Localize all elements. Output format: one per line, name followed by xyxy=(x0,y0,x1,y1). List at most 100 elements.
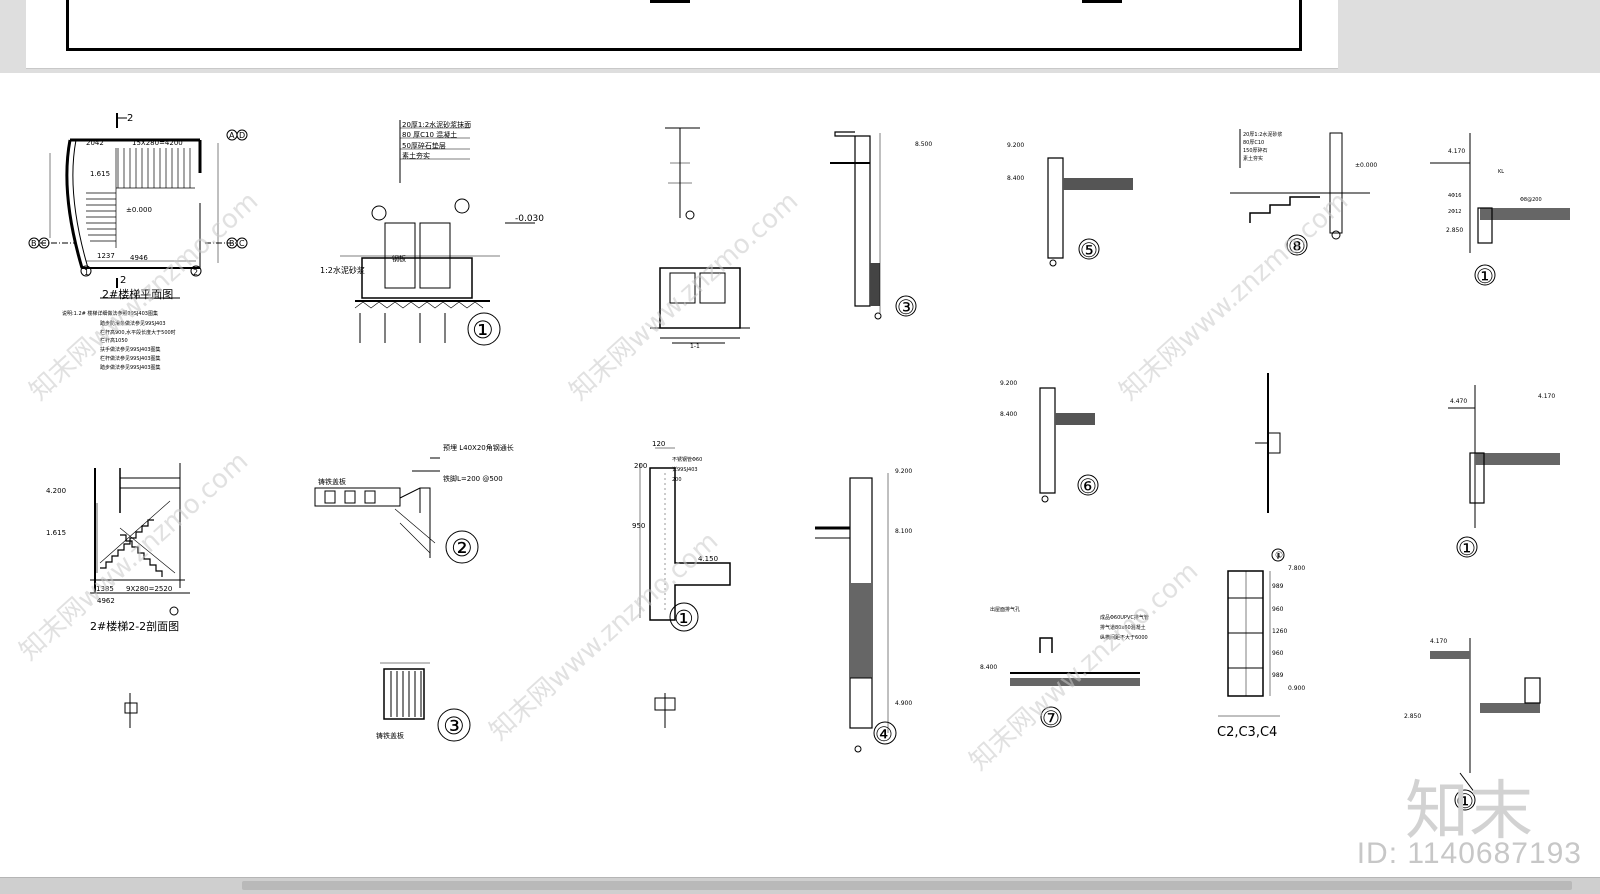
window-jamb-detail xyxy=(1255,373,1281,513)
horizontal-scrollbar[interactable] xyxy=(0,877,1600,894)
detail-marker: ① xyxy=(674,607,694,632)
stair-plan-text: 2 2 1 2 A D B C B C 2042 15X280=4200 494… xyxy=(31,113,245,371)
note-line: 踏步防滑条做法参见99SJ403 xyxy=(100,320,166,327)
layer-label: 150厚碎石 xyxy=(1243,147,1268,154)
detail-5 xyxy=(1047,157,1133,267)
layer-label: 50厚碎石垫层 xyxy=(402,141,446,150)
level-text: -0.030 xyxy=(515,214,544,224)
level-text: ±0.000 xyxy=(1355,162,1377,169)
layer-label: 80 厚C10 混凝土 xyxy=(402,130,457,139)
level-text: 8.100 xyxy=(895,528,912,535)
detail-marker: ⑥ xyxy=(1079,474,1097,498)
note-line: 出屋面排气孔 xyxy=(990,606,1020,613)
detail-marker: ① xyxy=(1275,551,1283,561)
level-text: 1.615 xyxy=(90,170,110,178)
detail-marker: ① xyxy=(1476,264,1494,288)
window-elev-text: 7.800 0.900 ① 989 960 1260 960 989 C2,C3… xyxy=(1217,551,1305,740)
level-text: 9.200 xyxy=(895,468,912,475)
title-block-mark xyxy=(1082,0,1122,3)
detail-3-grate xyxy=(380,662,471,742)
grid-label: B xyxy=(31,239,37,248)
detail-2-text: 预埋 L40X20角钢通长 铸铁盖板 铁脚L=200 @500 ② xyxy=(318,443,514,562)
callout: 4Φ16 xyxy=(1448,193,1461,199)
level-text: 8.400 xyxy=(980,664,997,671)
elevation-text: 1-1 xyxy=(690,343,700,350)
detail-8 xyxy=(1230,129,1370,256)
parapet-detail-1 xyxy=(639,447,731,632)
scrollbar-thumb[interactable] xyxy=(242,881,1572,890)
callout: 预埋 L40X20角钢通长 xyxy=(443,443,514,452)
layer-label: 素土夯实 xyxy=(1243,155,1263,162)
sheet-border-frame xyxy=(66,0,1302,51)
eave-3-text: 4.170 2.850 ① xyxy=(1404,638,1474,813)
detail-marker: ① xyxy=(1458,536,1476,560)
wall-detail-4 xyxy=(815,473,897,753)
wall-4-text: 9.200 8.100 4.900 ④ xyxy=(875,468,912,746)
dim-text: 2042 xyxy=(86,139,104,147)
dim-text: 1385 xyxy=(96,585,114,593)
stair-plan-title: 2#楼梯平面图 xyxy=(102,287,173,301)
elevation-1-1 xyxy=(650,127,750,344)
detail-marker: ③ xyxy=(897,295,915,319)
stair-section-text: 4.200 1.615 1385 9X280=2520 4962 2#楼梯2-2… xyxy=(46,487,179,633)
detail-marker: ① xyxy=(472,316,494,344)
detail-marker: ⑤ xyxy=(1080,238,1098,262)
level-text: 9.200 xyxy=(1007,142,1024,149)
level-text: 8.500 xyxy=(915,141,932,148)
callout: Φ8@200 xyxy=(1520,197,1542,203)
dim-text: 1260 xyxy=(1272,628,1287,635)
grid-label: B xyxy=(229,239,235,248)
layer-label: 20厚1:2水泥砂浆抹面 xyxy=(402,120,471,129)
layer-label: 素土夯实 xyxy=(402,151,430,160)
note-line: 说明:1.2# 楼梯详细做法参照99SJ403图集 xyxy=(62,310,158,317)
level-text: 9.200 xyxy=(1000,380,1017,387)
brand-logo-watermark: 知末 xyxy=(1405,775,1533,849)
detail-marker: ④ xyxy=(875,722,893,746)
dim-text: 1237 xyxy=(97,252,115,260)
foundation-detail xyxy=(340,120,535,346)
wall-3-text: 8.500 ③ xyxy=(897,141,932,319)
callout: KL xyxy=(1498,169,1504,175)
dim-text: 4946 xyxy=(130,254,148,262)
level-text: 2.850 xyxy=(1404,713,1421,720)
eave-1-text: 4.170 2.850 KL 4Φ16 2Φ12 Φ8@200 ① xyxy=(1446,148,1542,288)
grid-label: 2 xyxy=(193,268,198,277)
grid-label: D xyxy=(239,131,245,140)
detail-marker: ② xyxy=(451,534,473,562)
dim-text: 950 xyxy=(632,522,645,530)
dim-text: 9X280=2520 xyxy=(126,585,172,593)
note-line: 踏步做法参见99SJ403图集 xyxy=(100,364,161,371)
level-text: 4.170 xyxy=(1538,393,1555,400)
layer-label: 80厚C10 xyxy=(1243,140,1264,146)
note-line: 排气道80x60混凝土 xyxy=(1100,624,1146,631)
level-text: 8.400 xyxy=(1000,411,1017,418)
drawing-canvas[interactable]: 2 2 1 2 A D B C B C 2042 15X280=4200 494… xyxy=(0,73,1600,877)
note-line: 不锈钢管Φ60 xyxy=(672,456,702,463)
level-text: 4.170 xyxy=(1448,148,1465,155)
dim-text: 120 xyxy=(652,440,665,448)
grid-label: A xyxy=(229,131,235,140)
eave-detail-3 xyxy=(1430,638,1541,811)
eave-detail-2 xyxy=(1448,385,1560,558)
note-line: 纵横间距不大于6000 xyxy=(1100,634,1148,641)
level-text: 8.400 xyxy=(1007,175,1024,182)
detail-3-text: 铸铁盖板 ③ xyxy=(376,712,465,740)
grid-label: C xyxy=(41,239,47,248)
eave-detail-1 xyxy=(1430,133,1570,286)
stair-plan xyxy=(28,113,248,299)
detail-8-text: 20厚1:2水泥砂浆 80厚C10 150厚碎石 素土夯实 ±0.000 ⑧ xyxy=(1243,131,1377,258)
note-line: 成品Φ60UPVC排气管 xyxy=(1100,614,1149,621)
note-line: 扶手做法参见99SJ403图集 xyxy=(100,346,161,353)
detail-6-text: 9.200 8.400 ⑥ xyxy=(1000,380,1097,498)
title-block-mark xyxy=(650,0,690,3)
dim-text: 989 xyxy=(1272,672,1284,679)
dim-text: 200 xyxy=(634,462,647,470)
detail-marker: ① xyxy=(1456,789,1474,813)
callout: 1:2水泥砂浆 xyxy=(320,265,365,275)
level-text: ±0.000 xyxy=(126,206,152,214)
previous-sheet xyxy=(26,0,1338,69)
wall-detail-3 xyxy=(830,131,917,320)
detail-2 xyxy=(314,457,479,564)
misc-detail xyxy=(124,693,676,728)
